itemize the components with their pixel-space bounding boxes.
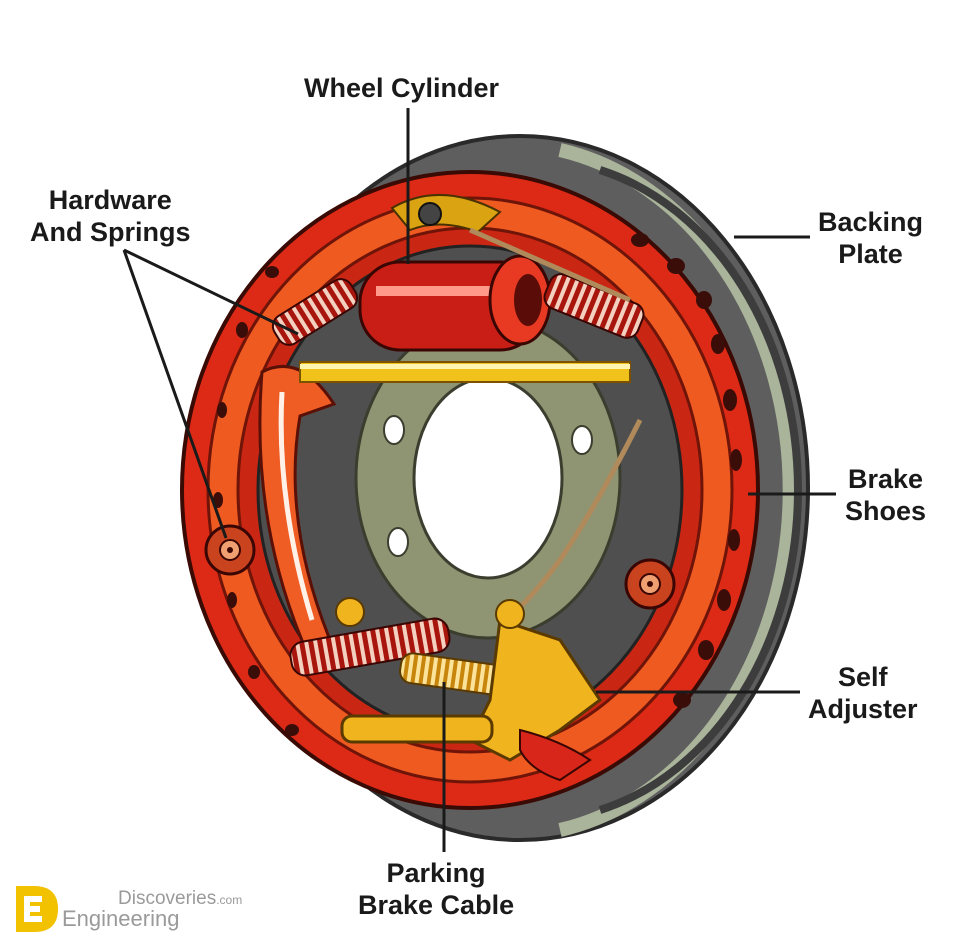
hold-down-pin-left bbox=[204, 524, 256, 576]
spring-top-left bbox=[271, 278, 359, 346]
self-adjuster-part bbox=[335, 597, 603, 782]
label-hardware-springs: Hardware And Springs bbox=[30, 184, 191, 248]
watermark-brand-suffix: .com bbox=[216, 893, 243, 907]
label-brake-shoes-line1: Brake bbox=[847, 464, 924, 494]
label-brake-shoes: Brake Shoes bbox=[845, 463, 926, 527]
label-parking-brake-cable-line2: Brake Cable bbox=[358, 890, 515, 920]
label-parking-brake-cable: Parking Brake Cable bbox=[358, 857, 514, 921]
spring-bottom-red bbox=[289, 617, 451, 677]
top-strut bbox=[299, 361, 631, 383]
label-hardware-springs-line1: Hardware bbox=[48, 185, 172, 215]
label-self-adjuster: Self Adjuster bbox=[808, 661, 918, 725]
leader-hardware-b bbox=[122, 249, 228, 539]
label-wheel-cylinder: Wheel Cylinder bbox=[304, 72, 499, 104]
watermark-brand-bottom: Engineering bbox=[62, 906, 179, 932]
label-backing-plate: Backing Plate bbox=[818, 206, 923, 270]
label-hardware-springs-line2: And Springs bbox=[30, 217, 191, 247]
wheel-cylinder-part bbox=[358, 193, 552, 352]
discoveries-logo-icon bbox=[16, 886, 58, 932]
watermark-brand-top-text: Discoveries bbox=[118, 888, 217, 909]
leader-hardware-a bbox=[123, 248, 299, 336]
hub-plate bbox=[354, 316, 622, 640]
parking-cable bbox=[504, 418, 643, 622]
label-backing-plate-line2: Plate bbox=[838, 239, 903, 269]
watermark-brand-bottom-text: Engineering bbox=[62, 906, 180, 931]
lining-rivets bbox=[213, 233, 742, 736]
label-brake-shoes-line2: Shoes bbox=[845, 496, 927, 526]
hold-down-pin-right bbox=[624, 558, 676, 610]
label-self-adjuster-line1: Self bbox=[838, 662, 888, 692]
return-cable bbox=[468, 227, 632, 303]
watermark-brand-top: Discoveries.com bbox=[118, 888, 242, 910]
label-parking-brake-cable-line1: Parking bbox=[386, 858, 486, 888]
label-wheel-cylinder-text: Wheel Cylinder bbox=[304, 73, 500, 103]
label-self-adjuster-line2: Adjuster bbox=[808, 694, 918, 724]
leader-lines bbox=[122, 108, 836, 852]
label-backing-plate-line1: Backing bbox=[818, 207, 924, 237]
